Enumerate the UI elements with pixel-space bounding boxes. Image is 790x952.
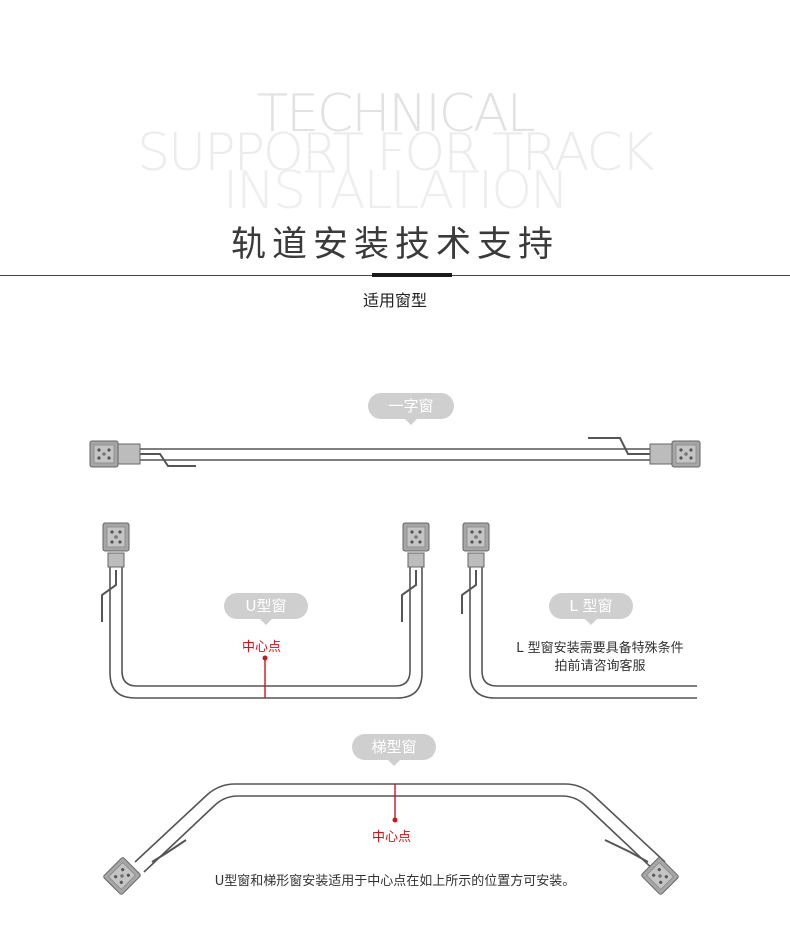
bg-title-line-2: SUPPORT FOR TRACK bbox=[137, 123, 655, 183]
u-window-diagram bbox=[101, 522, 430, 699]
l-window-diagram bbox=[461, 522, 697, 699]
l-note-line-2: 拍前请咨询客服 bbox=[554, 659, 646, 674]
pill-trapezoid-window: 梯型窗 bbox=[352, 734, 436, 766]
trap-center-label: 中心点 bbox=[372, 830, 412, 845]
l-note-line-1: L 型窗安装需要具备特殊条件 bbox=[516, 641, 684, 656]
l-window-note: L 型窗安装需要具备特殊条件 拍前请咨询客服 bbox=[495, 640, 705, 676]
section-label: 适用窗型 bbox=[362, 291, 427, 310]
u-center-label: 中心点 bbox=[242, 640, 282, 655]
bg-title-line-3: INSTALLATION bbox=[222, 161, 569, 221]
pill-l-window: L 型窗 bbox=[549, 593, 633, 625]
motor-left-icon bbox=[89, 440, 119, 468]
straight-window-diagram bbox=[89, 437, 701, 468]
trapezoid-window-diagram bbox=[102, 783, 680, 896]
bottom-note: U型窗和梯形窗安装适用于中心点在如上所示的位置方可安装。 bbox=[214, 874, 576, 889]
section-divider-accent bbox=[372, 273, 452, 277]
motor-right-icon bbox=[671, 440, 701, 468]
motor-mount-right bbox=[649, 443, 673, 465]
u-motor-right-icon bbox=[402, 522, 430, 552]
motor-mount-left bbox=[117, 443, 141, 465]
page-title: 轨道安装技术支持 bbox=[230, 225, 559, 265]
pill-u-window: U型窗 bbox=[224, 593, 308, 625]
u-motor-left-icon bbox=[102, 522, 130, 552]
bg-title-line-1: TECHNICAL bbox=[256, 84, 535, 144]
pill-straight-window: 一字窗 bbox=[368, 393, 454, 425]
l-motor-icon bbox=[462, 522, 490, 552]
